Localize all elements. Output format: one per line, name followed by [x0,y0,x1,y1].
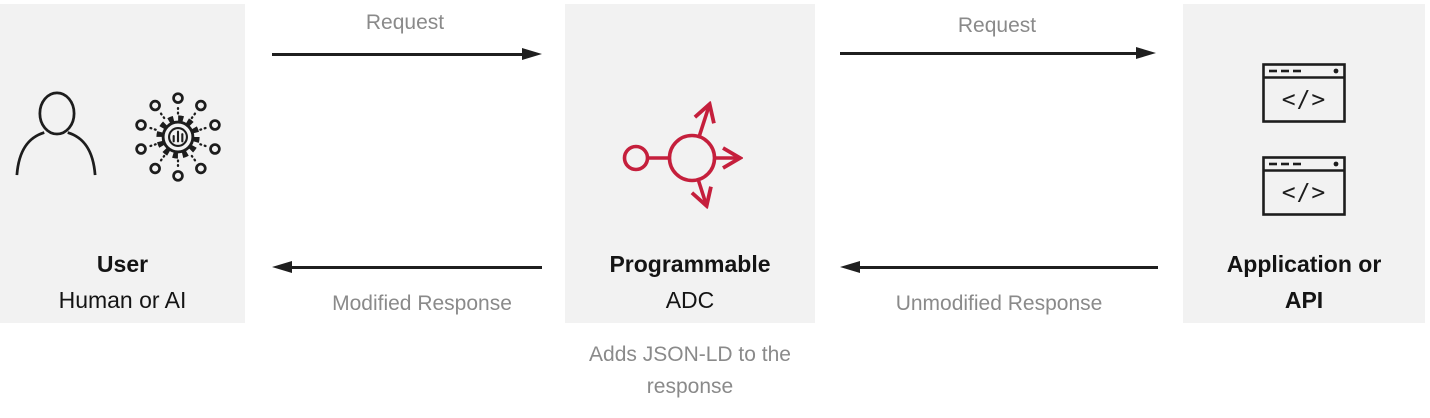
arrow-request-left [272,48,542,61]
adc-subtitle: ADC [665,287,715,313]
arrow-modified-response [272,261,542,274]
adc-title: Programmable [609,251,771,277]
node-app: </> </> Application or API [1183,4,1425,323]
arrow-unmodified-response [840,261,1158,274]
arrow-shaft [286,266,542,269]
arrow-head [272,261,292,273]
ai-hub-icon [135,92,221,182]
node-adc: Programmable ADC [565,4,815,323]
arrow-request-right [840,47,1156,60]
app-label: Application or API [1183,246,1425,318]
person-icon [15,91,97,176]
browser-window-icon: </> [1262,63,1346,123]
arrow-head [522,48,542,60]
code-glyph: </> [1282,180,1327,206]
label-request-left: Request [365,11,445,34]
adc-label: Programmable ADC [565,246,815,318]
code-glyph: </> [1282,87,1327,113]
label-request-right: Request [957,14,1037,37]
node-user: User Human or AI [0,4,245,323]
arrow-shaft [840,52,1142,55]
arrow-shaft [854,266,1158,269]
browser-window-icon: </> [1262,156,1346,216]
app-title-line2: API [1284,287,1324,313]
arrow-head [840,261,860,273]
label-modified-response: Modified Response [332,292,512,315]
app-title-line1: Application or [1226,251,1382,277]
load-balancer-icon [622,94,752,226]
label-unmodified-response: Unmodified Response [895,292,1103,315]
user-subtitle: Human or AI [58,287,187,313]
arrow-head [1136,47,1156,59]
user-title: User [96,251,149,277]
adc-caption: Adds JSON-LD to the response [589,343,791,398]
user-label: User Human or AI [0,246,245,318]
arrow-shaft [272,53,528,56]
